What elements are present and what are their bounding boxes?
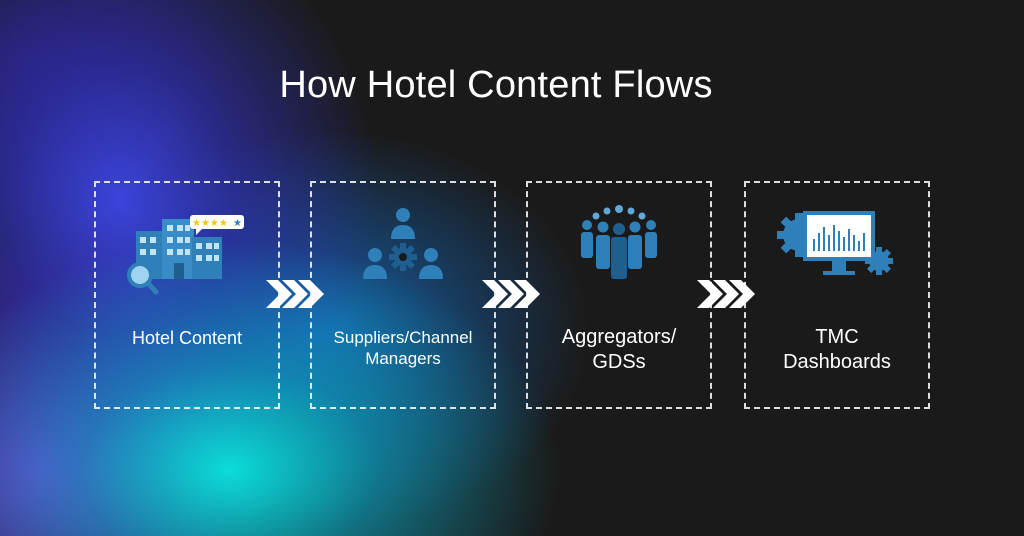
page-title: How Hotel Content Flows <box>279 64 713 106</box>
stage-label: Aggregators/ GDSs <box>528 325 710 375</box>
svg-text:★: ★ <box>233 218 242 229</box>
chevron-arrow-icon <box>266 280 324 308</box>
stage-label-line2: Managers <box>365 349 441 369</box>
stage-label: TMC Dashboards <box>746 325 928 375</box>
svg-text:★★★★: ★★★★ <box>192 218 228 229</box>
hotel-rating-search-icon: ★★★★ ★ <box>127 215 244 295</box>
stage-label-line2: Dashboards <box>783 351 891 373</box>
stage-label-line1: Aggregators/ <box>561 326 677 348</box>
chevron-arrow-icon <box>482 280 540 308</box>
stage-label-line1: Suppliers/Channel <box>333 328 473 347</box>
monitor-dashboard-gears-icon <box>777 211 893 275</box>
stage-suppliers-channel-managers: Suppliers/Channel Managers <box>310 181 496 409</box>
chevron-arrow-icon <box>697 280 755 308</box>
crowd-people-icon <box>581 205 657 279</box>
stage-label-line1: TMC <box>815 326 859 348</box>
team-network-gear-icon <box>363 208 443 279</box>
stage-label-line2: GDSs <box>592 351 646 373</box>
stage-label: Suppliers/Channel Managers <box>312 327 494 370</box>
stage-tmc-dashboards: TMC Dashboards <box>744 181 930 409</box>
stage-hotel-content: ★★★★ ★ Hotel Content <box>94 181 280 409</box>
stage-aggregators-gdss: Aggregators/ GDSs <box>526 181 712 409</box>
stage-label: Hotel Content <box>131 328 243 348</box>
